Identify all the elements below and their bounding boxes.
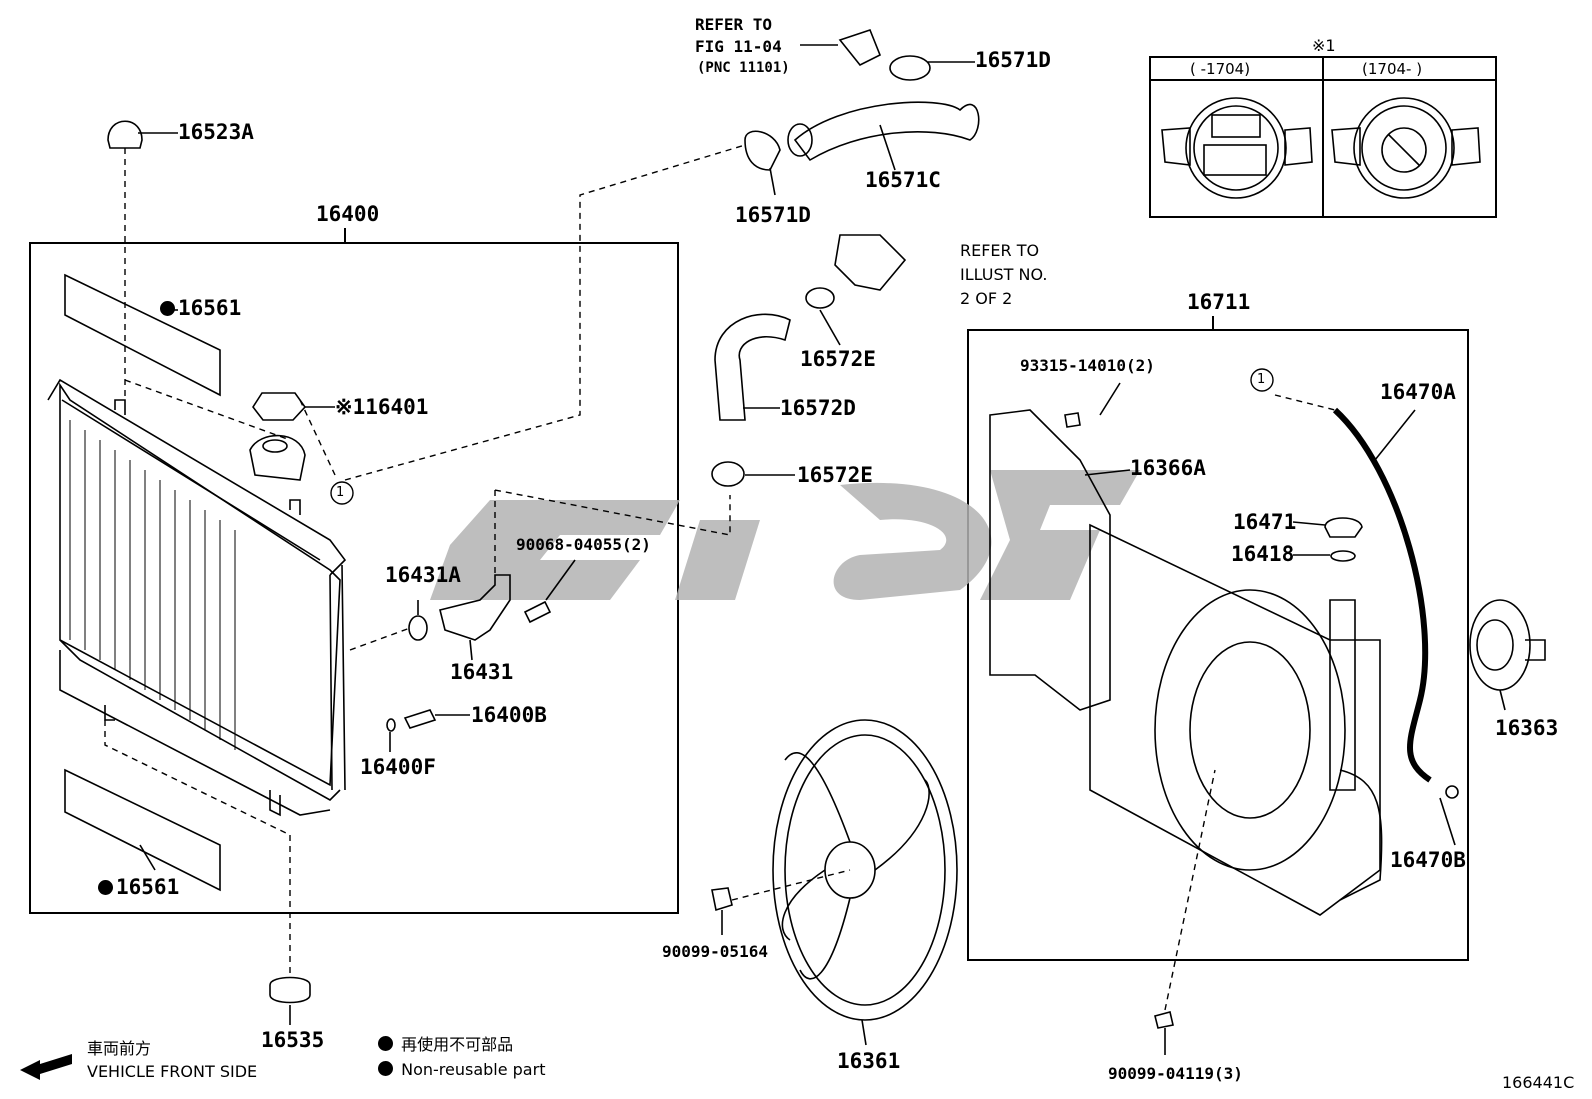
legend-dot-icon bbox=[378, 1061, 393, 1076]
drain-cock-16400B bbox=[403, 709, 437, 729]
inset-col-right: (1704- ) bbox=[1362, 60, 1423, 78]
vehicle-front-jp: 車両前方 bbox=[87, 1039, 152, 1058]
lower-hose bbox=[714, 313, 791, 421]
cap-variant-right bbox=[1331, 97, 1481, 199]
part-label-16572D: 16572D bbox=[780, 396, 856, 420]
front-arrow-icon bbox=[20, 1054, 72, 1080]
inset-note: ※1 bbox=[1312, 36, 1336, 55]
bolt-93315 bbox=[1064, 412, 1081, 428]
clamp-16572E-top bbox=[805, 287, 835, 309]
part-label-90099-05164: 90099-05164 bbox=[662, 942, 768, 961]
fan-motor-16363 bbox=[1469, 599, 1546, 691]
watermark-logo bbox=[430, 470, 1140, 600]
part-label-90099-04119: 90099-04119(3) bbox=[1108, 1064, 1243, 1083]
part-label-16523A: 16523A bbox=[178, 120, 254, 144]
vehicle-front-en: VEHICLE FRONT SIDE bbox=[87, 1062, 258, 1081]
callout-circle-1-right-label: 1 bbox=[1257, 372, 1266, 387]
non-reusable-dot-icon bbox=[160, 301, 175, 316]
refer-fig-line2: FIG 11-04 bbox=[695, 37, 782, 56]
radiator-drawing bbox=[47, 378, 347, 817]
refer-fig-line3: (PNC 11101) bbox=[697, 60, 790, 76]
water-outlet bbox=[834, 234, 907, 291]
part-label-93315: 93315-14010(2) bbox=[1020, 356, 1155, 375]
part-label-16572E-bottom: 16572E bbox=[797, 463, 873, 487]
part-label-16400: 16400 bbox=[316, 202, 380, 226]
callout-circle-1-right bbox=[1250, 368, 1274, 392]
part-label-16363: 16363 bbox=[1495, 716, 1559, 740]
bolt-90068 bbox=[523, 600, 552, 624]
seal-bottom bbox=[64, 768, 221, 892]
illustration-code: 166441C bbox=[1502, 1073, 1575, 1092]
cushion-16535 bbox=[269, 976, 311, 1004]
drain-pipe-16431 bbox=[439, 574, 511, 641]
part-label-16572E-top: 16572E bbox=[800, 347, 876, 371]
callout-circle-1-left bbox=[330, 481, 354, 505]
clamp-16571D-top bbox=[889, 55, 931, 81]
fan-shroud-drawing bbox=[989, 409, 1383, 916]
part-label-16561-top: 16561 bbox=[160, 298, 241, 319]
oring-16418 bbox=[1330, 550, 1356, 562]
legend-dot-icon bbox=[378, 1036, 393, 1051]
part-label-16470B: 16470B bbox=[1390, 848, 1466, 872]
cushion-16523A bbox=[107, 120, 143, 149]
clamp-16572E-bottom bbox=[711, 461, 745, 487]
part-label-16470A: 16470A bbox=[1380, 380, 1456, 404]
part-label-16571C: 16571C bbox=[865, 168, 941, 192]
fan-shroud-group-box bbox=[967, 329, 1469, 961]
fan-16361 bbox=[772, 719, 958, 1021]
radiator-group-box bbox=[29, 242, 679, 914]
part-label-16571D-top: 16571D bbox=[975, 48, 1051, 72]
legend-jp: 再使用不可部品 bbox=[378, 1036, 513, 1053]
tank-cap-16471 bbox=[1324, 517, 1363, 538]
clamp-16571D-bottom bbox=[744, 130, 781, 171]
part-label-16401: ※116401 bbox=[335, 395, 429, 419]
cap-variant-left bbox=[1161, 97, 1313, 199]
part-label-16711: 16711 bbox=[1187, 290, 1251, 314]
part-label-16418: 16418 bbox=[1231, 542, 1295, 566]
part-label-16366A: 16366A bbox=[1130, 456, 1206, 480]
part-label-16361: 16361 bbox=[837, 1049, 901, 1073]
part-label-16561-bottom: 16561 bbox=[98, 877, 179, 898]
non-reusable-dot-icon bbox=[98, 880, 113, 895]
part-label-16431: 16431 bbox=[450, 660, 514, 684]
legend-en: Non-reusable part bbox=[378, 1061, 545, 1078]
clip-16470B bbox=[1445, 785, 1459, 799]
reserve-hose-16470A bbox=[1332, 407, 1432, 783]
radiator-cap bbox=[252, 392, 307, 421]
upper-hose bbox=[793, 101, 980, 162]
oring-16400F bbox=[386, 718, 396, 732]
refer-illust-line1: REFER TO bbox=[960, 241, 1040, 260]
part-label-16400B: 16400B bbox=[471, 703, 547, 727]
part-label-16471: 16471 bbox=[1233, 510, 1297, 534]
refer-illust-line2: ILLUST NO. bbox=[960, 265, 1048, 284]
callout-circle-1-left-label: 1 bbox=[336, 485, 345, 500]
part-label-16535: 16535 bbox=[261, 1028, 325, 1052]
bolt-90099-04119 bbox=[1154, 1011, 1174, 1029]
refer-fig-line1: REFER TO bbox=[695, 15, 773, 34]
refer-illust-line3: 2 OF 2 bbox=[960, 289, 1013, 308]
oring-16431A bbox=[408, 615, 428, 641]
seal-top bbox=[64, 273, 221, 397]
part-label-16571D-bottom: 16571D bbox=[735, 203, 811, 227]
inset-col-left: ( -1704) bbox=[1190, 60, 1251, 78]
part-label-16400F: 16400F bbox=[360, 755, 436, 779]
hose-elbow bbox=[838, 29, 882, 67]
part-label-16431A: 16431A bbox=[385, 563, 461, 587]
part-label-90068: 90068-04055(2) bbox=[516, 535, 651, 554]
nut-90099-05164 bbox=[711, 887, 733, 912]
